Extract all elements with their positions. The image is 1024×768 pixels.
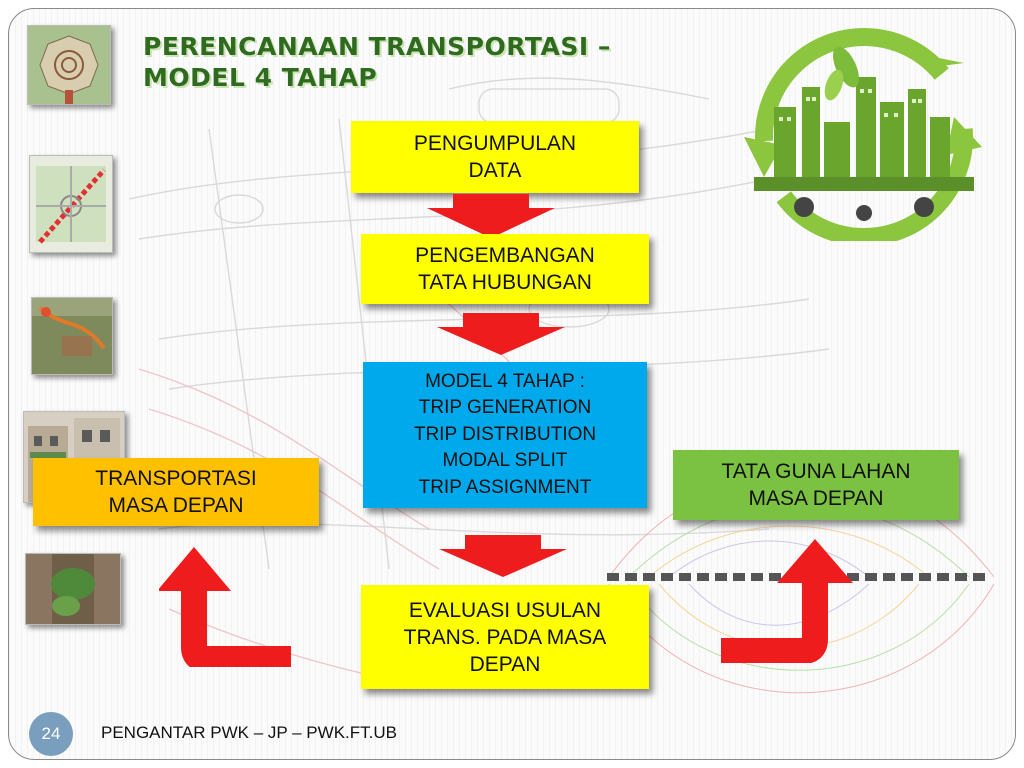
- box-model-4-tahap-label: MODEL 4 TAHAP : TRIP GENERATION TRIP DIS…: [413, 370, 597, 498]
- thumbnail-site-plan: [27, 25, 111, 105]
- box-model-4-tahap: MODEL 4 TAHAP : TRIP GENERATION TRIP DIS…: [363, 362, 647, 508]
- arrow-down-2: [437, 313, 565, 355]
- box-transportasi-label: TRANSPORTASI MASA DEPAN: [95, 467, 257, 517]
- green-courtyard-image: [26, 554, 120, 624]
- thumbnail-green-courtyard: [25, 553, 121, 625]
- site-plan-image: [28, 26, 110, 104]
- slide: PERENCANAAN TRANSPORTASI – MODEL 4 TAHAP: [8, 8, 1016, 760]
- green-city-illustration: [744, 28, 982, 241]
- arrow-right-up: [721, 539, 853, 663]
- street-plan-image: [30, 156, 112, 252]
- box-evaluasi-label: EVALUASI USULAN TRANS. PADA MASA DEPAN: [403, 598, 607, 676]
- page-number: 24: [41, 724, 61, 743]
- box-tata-guna-lahan: TATA GUNA LAHAN MASA DEPAN: [673, 450, 959, 520]
- aerial-map-image: [32, 298, 112, 374]
- box-pengumpulan-data: PENGUMPULAN DATA: [351, 121, 639, 193]
- footer-text: PENGANTAR PWK – JP – PWK.FT.UB: [101, 723, 397, 742]
- box-pengembangan-tata-hubungan: PENGEMBANGAN TATA HUBUNGAN: [361, 234, 649, 304]
- thumbnail-street-plan: [29, 155, 113, 253]
- box-pengumpulan-data-label: PENGUMPULAN DATA: [413, 132, 577, 182]
- slide-title: PERENCANAAN TRANSPORTASI – MODEL 4 TAHAP: [143, 31, 663, 93]
- arrow-down-1: [427, 194, 555, 238]
- box-tata-guna-lahan-label: TATA GUNA LAHAN MASA DEPAN: [721, 460, 911, 510]
- box-transportasi-masa-depan: TRANSPORTASI MASA DEPAN: [33, 458, 319, 526]
- page-number-badge: 24: [29, 712, 73, 756]
- title-line-1: PERENCANAAN TRANSPORTASI –: [143, 32, 611, 61]
- arrow-left-up: [159, 547, 291, 667]
- thumbnail-aerial-map: [31, 297, 113, 375]
- box-pengembangan-label: PENGEMBANGAN TATA HUBUNGAN: [415, 244, 595, 294]
- box-evaluasi-usulan: EVALUASI USULAN TRANS. PADA MASA DEPAN: [361, 585, 649, 689]
- title-line-2: MODEL 4 TAHAP: [143, 63, 378, 92]
- arrow-down-3: [439, 535, 567, 577]
